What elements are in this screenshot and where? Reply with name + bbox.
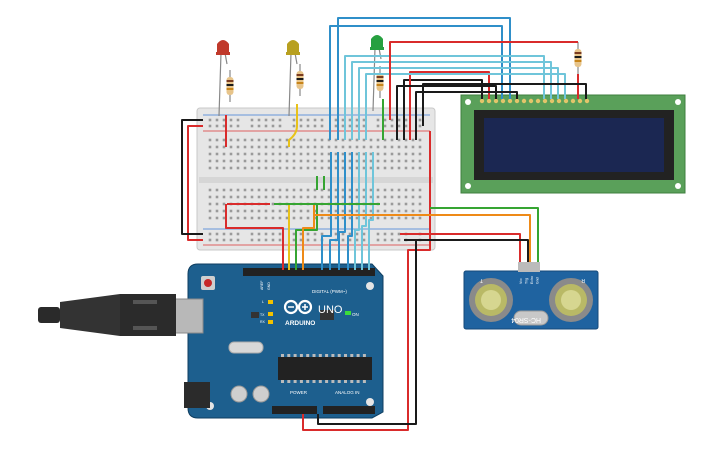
resistor (226, 70, 234, 102)
resistor (296, 64, 304, 96)
sensor-t-mark: T (480, 277, 483, 283)
lcd-pin (542, 98, 548, 104)
led-red (216, 40, 230, 117)
orange-wire (302, 204, 315, 270)
resistors (226, 42, 582, 102)
sensor-pin-label: Echo (530, 276, 534, 284)
resistor (574, 42, 582, 74)
led-yellow (286, 40, 300, 117)
sensor-pin-label: Trig (525, 278, 529, 284)
green-wire (295, 204, 318, 270)
cyan-wire (344, 55, 545, 140)
lcd-pin (577, 98, 583, 104)
sensor-receiver (549, 278, 593, 322)
arduino-brand-label: ARDUINO (285, 320, 315, 327)
blue-wire (329, 152, 339, 270)
red-wire (400, 233, 521, 262)
lcd-pin (528, 98, 534, 104)
black-wire (404, 239, 529, 262)
black-wire (403, 79, 483, 140)
arduino-rx-label: RX (260, 320, 266, 324)
black-wire (415, 91, 518, 140)
sensor-label: HC-SR04 (511, 316, 541, 323)
chip-pins (281, 354, 366, 383)
lcd-pins (479, 98, 590, 104)
red-wire (389, 41, 578, 120)
lcd-pin (584, 98, 590, 104)
lcd-pin (486, 98, 492, 104)
black-wire (422, 83, 587, 126)
cyan-wire (361, 152, 367, 270)
yellow-wire (288, 104, 298, 147)
lcd-screen (484, 118, 664, 172)
lcd-pin (570, 98, 576, 104)
lcd-pin (535, 98, 541, 104)
arduino-model-label: UNO (318, 304, 343, 316)
arduino-analog-label: ANALOG IN (335, 390, 360, 395)
sensor-pin-label: Vcc (519, 278, 523, 284)
sensor-pin-label: Gnd (536, 277, 540, 284)
orange-wire (315, 214, 531, 262)
cyan-wire (351, 61, 552, 140)
arduino-l-label: L (262, 300, 264, 304)
led-green (370, 35, 384, 112)
lcd-pin (493, 98, 499, 104)
arduino-digital-label: DIGITAL (PWM~) (312, 289, 347, 294)
resistor (376, 66, 384, 98)
blue-wire (337, 17, 511, 140)
sensor-r-mark: R (581, 277, 585, 283)
lcd-pin (556, 98, 562, 104)
cyan-wire (368, 152, 374, 270)
red-wire (225, 204, 284, 270)
lcd-pin (500, 98, 506, 104)
arduino-gnd-label: GND (267, 282, 271, 290)
arduino-tx-label: TX (260, 313, 265, 317)
blue-wire (321, 152, 332, 270)
red-wire (302, 131, 431, 431)
cyan-wire (354, 152, 360, 270)
usb-cable (38, 294, 176, 336)
wires (181, 17, 587, 431)
lcd-pin (563, 98, 569, 104)
blue-wire (338, 152, 346, 270)
leds (216, 35, 384, 117)
arduino-aref-label: AREF (260, 281, 264, 290)
lcd-display (460, 94, 686, 194)
cyan-wire (365, 73, 566, 140)
lcd-pin (549, 98, 555, 104)
reset-button[interactable] (201, 276, 215, 290)
lcd-pin (507, 98, 513, 104)
blue-wire (347, 152, 353, 270)
arduino-uno-board: ARDUINO UNO ON DIGITAL (PWM~) POWER ANAL… (174, 263, 384, 419)
sensor-transmitter (469, 278, 513, 322)
arduino-on-label: ON (352, 312, 359, 317)
lcd-pin (479, 98, 485, 104)
lcd-pin (514, 98, 520, 104)
green-wire (430, 207, 539, 262)
lcd-pin (521, 98, 527, 104)
black-wire (181, 119, 203, 235)
red-wire (187, 125, 203, 241)
arduino-power-label: POWER (290, 390, 308, 395)
arduino-logo (283, 299, 313, 315)
